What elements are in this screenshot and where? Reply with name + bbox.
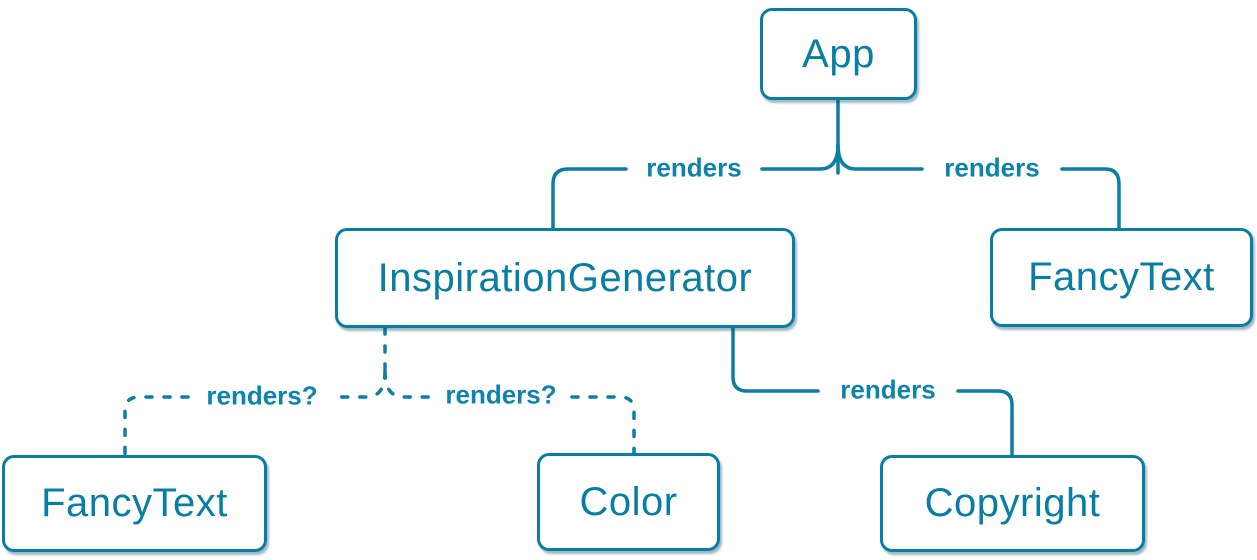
edge-label-app-fancytext: renders [944,152,1040,183]
node-fancy-text-top: FancyText [990,228,1253,327]
node-copyright-label: Copyright [924,481,1101,525]
node-inspiration-generator-label: InspirationGenerator [377,255,753,300]
node-copyright: Copyright [880,455,1145,552]
edge-label-inspirationgenerator-fancytext: renders? [206,380,318,411]
edge-app-fancytext [836,143,1121,230]
node-app: App [760,8,917,100]
edge-inspirationgenerator-color-dashed [383,370,636,455]
node-color: Color [537,453,720,551]
node-color-label: Color [579,479,678,524]
edge-inspirationgenerator-copyright [731,326,1014,457]
node-fancy-text-top-label: FancyText [1028,255,1215,299]
edge-label-inspirationgenerator-color: renders? [445,379,557,410]
node-inspiration-generator: InspirationGenerator [335,228,795,328]
edge-label-inspirationgenerator-copyright: renders [840,374,936,405]
node-app-label: App [802,31,875,76]
node-fancy-text-bottom-label: FancyText [41,481,228,525]
edge-label-app-inspirationgenerator: renders [646,152,742,183]
node-fancy-text-bottom: FancyText [2,455,267,552]
